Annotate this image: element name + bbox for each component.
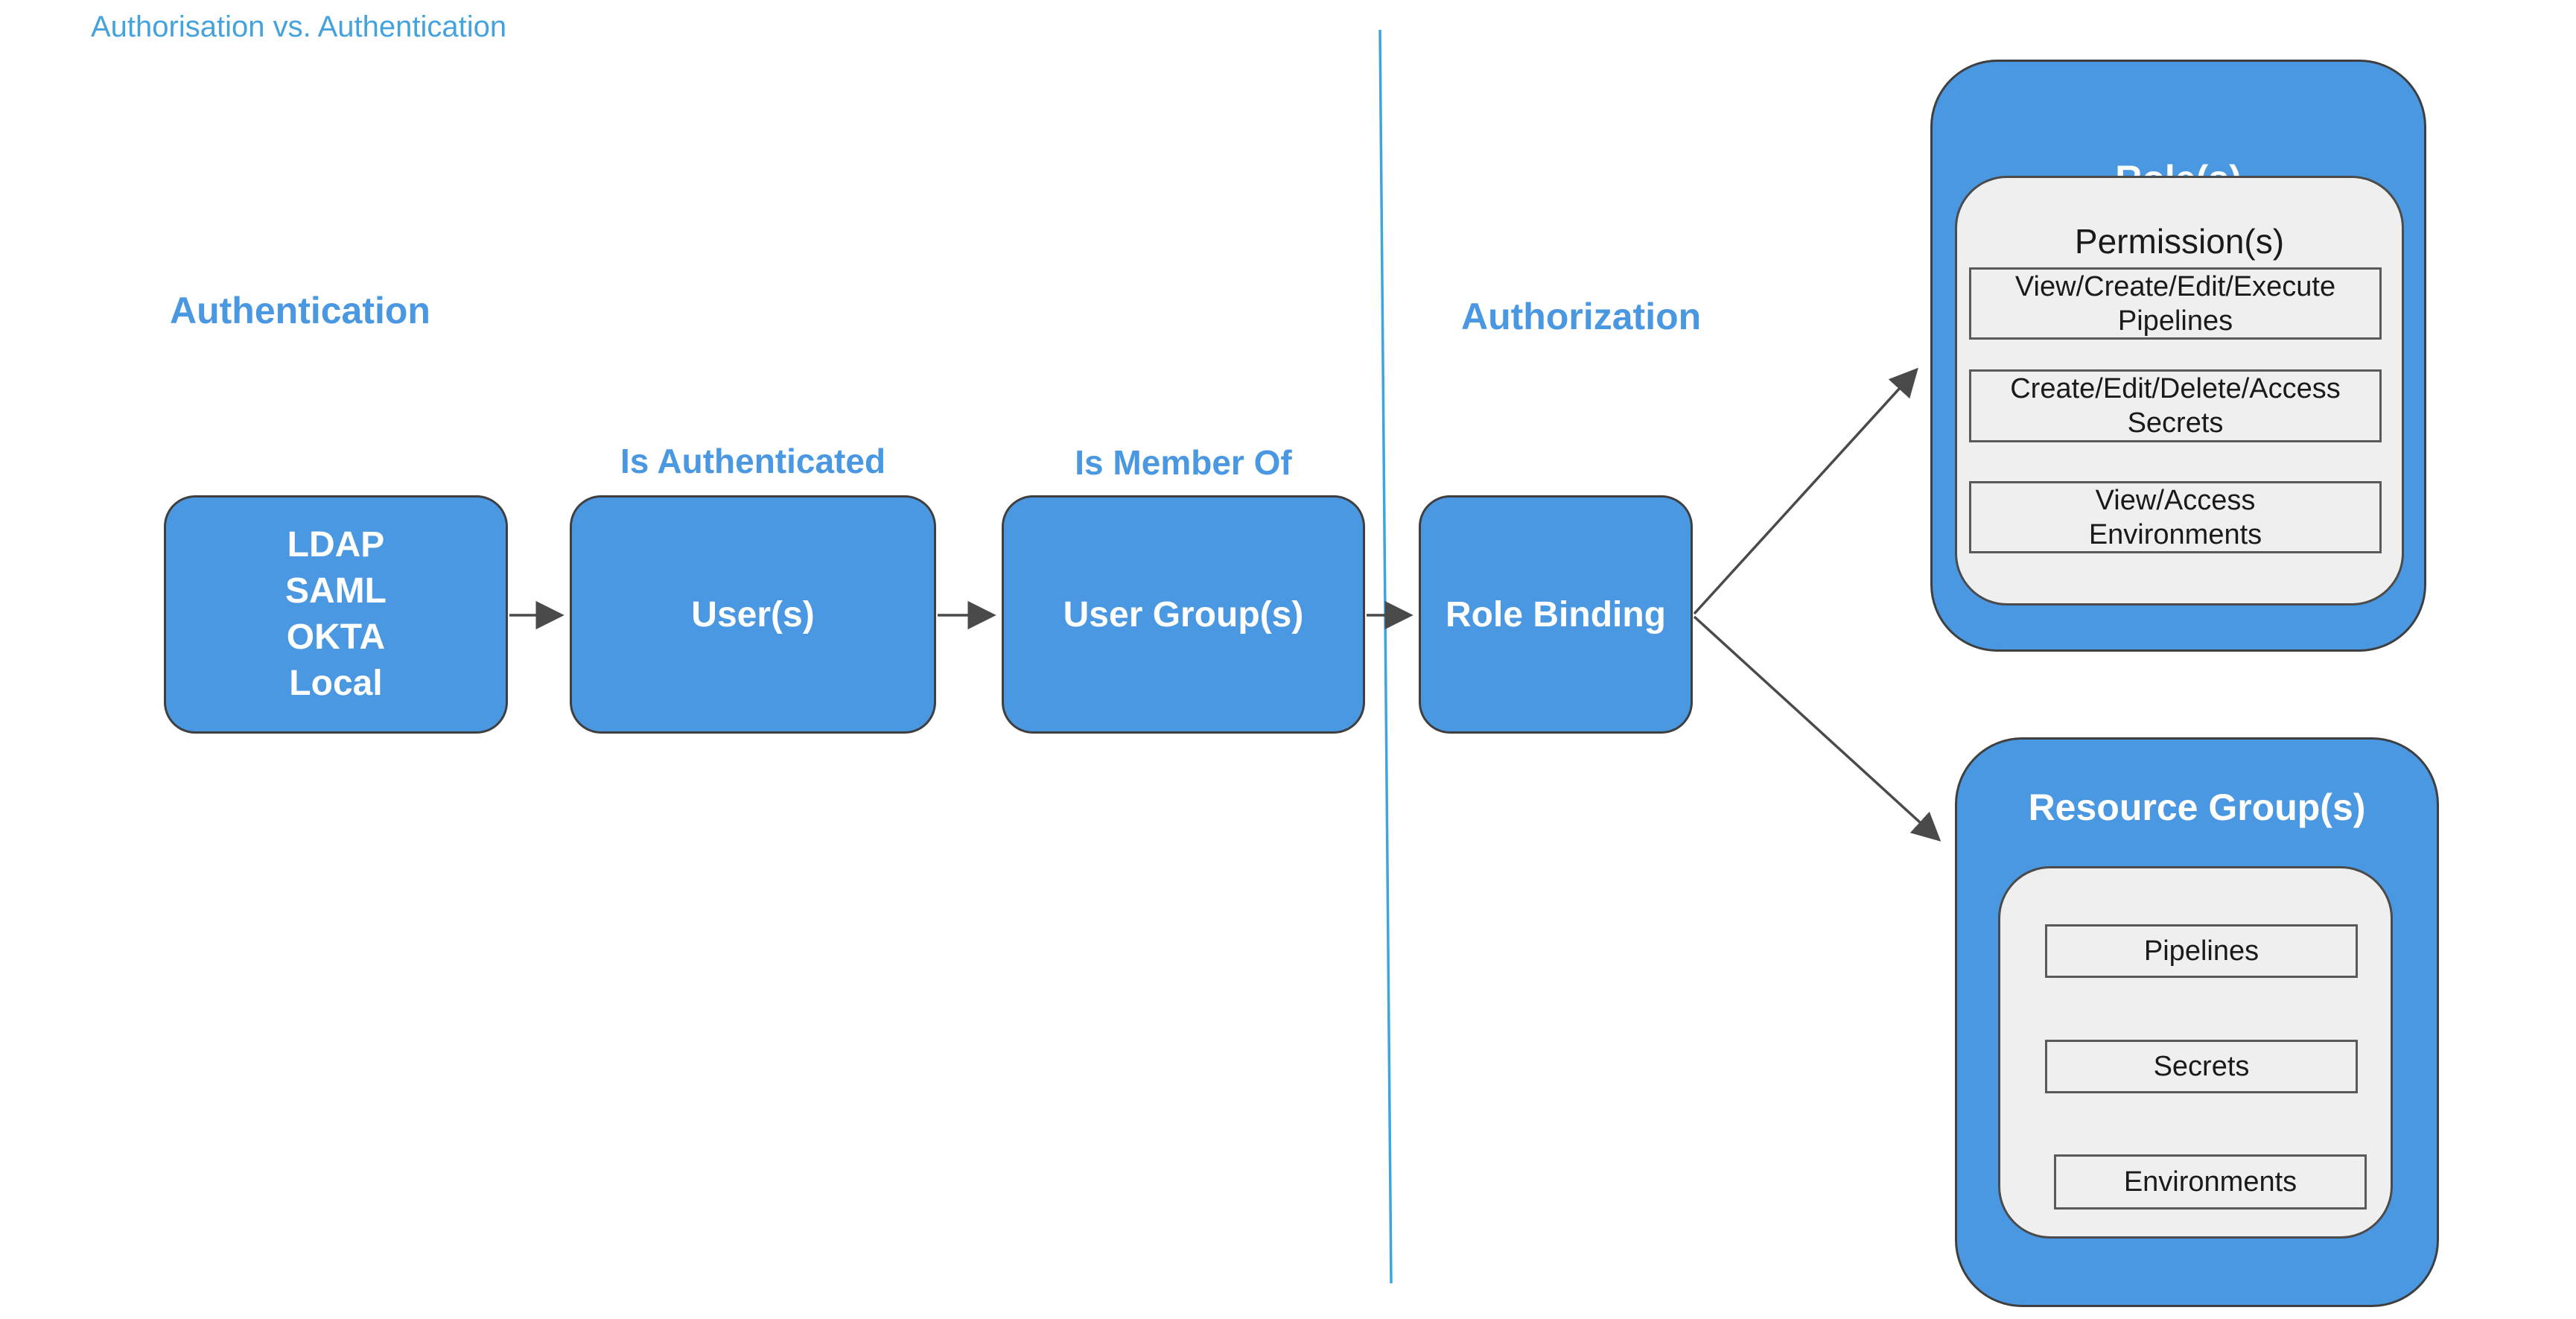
authn-authz-divider-line <box>1378 29 1393 1284</box>
roles-container: Role(s) Permission(s) View/Create/Edit/E… <box>1930 60 2426 652</box>
idp-local: Local <box>289 664 383 703</box>
permission-item-line2: Pipelines <box>2117 305 2233 337</box>
resources-panel: Pipelines Secrets Environments <box>1998 866 2393 1239</box>
edge-label-is-authenticated: Is Authenticated <box>620 442 886 480</box>
authorization-heading: Authorization <box>1461 296 1702 337</box>
arrow-binding-to-resource-groups <box>1693 615 1941 842</box>
role-binding-node-label: Role Binding <box>1446 594 1666 635</box>
permission-item-line1: View/Create/Edit/Execute <box>2014 270 2336 302</box>
permission-item-pipelines: View/Create/Edit/Execute Pipelines <box>1969 267 2382 340</box>
permission-item-secrets: Create/Edit/Delete/Access Secrets <box>1969 369 2382 442</box>
permissions-panel: Permission(s) View/Create/Edit/Execute P… <box>1955 176 2404 606</box>
identity-providers-list: LDAP SAML OKTA Local <box>285 522 387 707</box>
edge-label-is-member-of: Is Member Of <box>1075 443 1292 482</box>
permission-item-line1: View/Access <box>2095 484 2256 516</box>
permission-item-line1: Create/Edit/Delete/Access <box>2010 373 2341 404</box>
role-binding-node: Role Binding <box>1419 495 1693 734</box>
permission-item-line2: Environments <box>2088 518 2262 550</box>
resource-item-environments: Environments <box>2054 1154 2367 1210</box>
identity-providers-node: LDAP SAML OKTA Local <box>164 495 508 734</box>
arrow-binding-to-roles <box>1693 367 1918 615</box>
authentication-heading: Authentication <box>170 290 430 331</box>
permission-item-line2: Secrets <box>2127 407 2224 439</box>
users-node: User(s) <box>570 495 936 734</box>
permissions-panel-title: Permission(s) <box>2074 222 2285 261</box>
resource-item-secrets: Secrets <box>2045 1040 2358 1093</box>
page-title: Authorisation vs. Authentication <box>91 10 507 43</box>
idp-ldap: LDAP <box>287 525 385 565</box>
idp-okta: OKTA <box>286 617 386 657</box>
resource-groups-container: Resource Group(s) Pipelines Secrets Envi… <box>1955 737 2439 1307</box>
users-node-label: User(s) <box>691 594 815 635</box>
permission-item-environments: View/Access Environments <box>1969 481 2382 553</box>
user-groups-node-label: User Group(s) <box>1063 594 1304 635</box>
idp-saml: SAML <box>285 571 387 611</box>
user-groups-node: User Group(s) <box>1002 495 1365 734</box>
resource-item-pipelines: Pipelines <box>2045 924 2358 978</box>
resource-groups-container-title: Resource Group(s) <box>2028 786 2366 828</box>
